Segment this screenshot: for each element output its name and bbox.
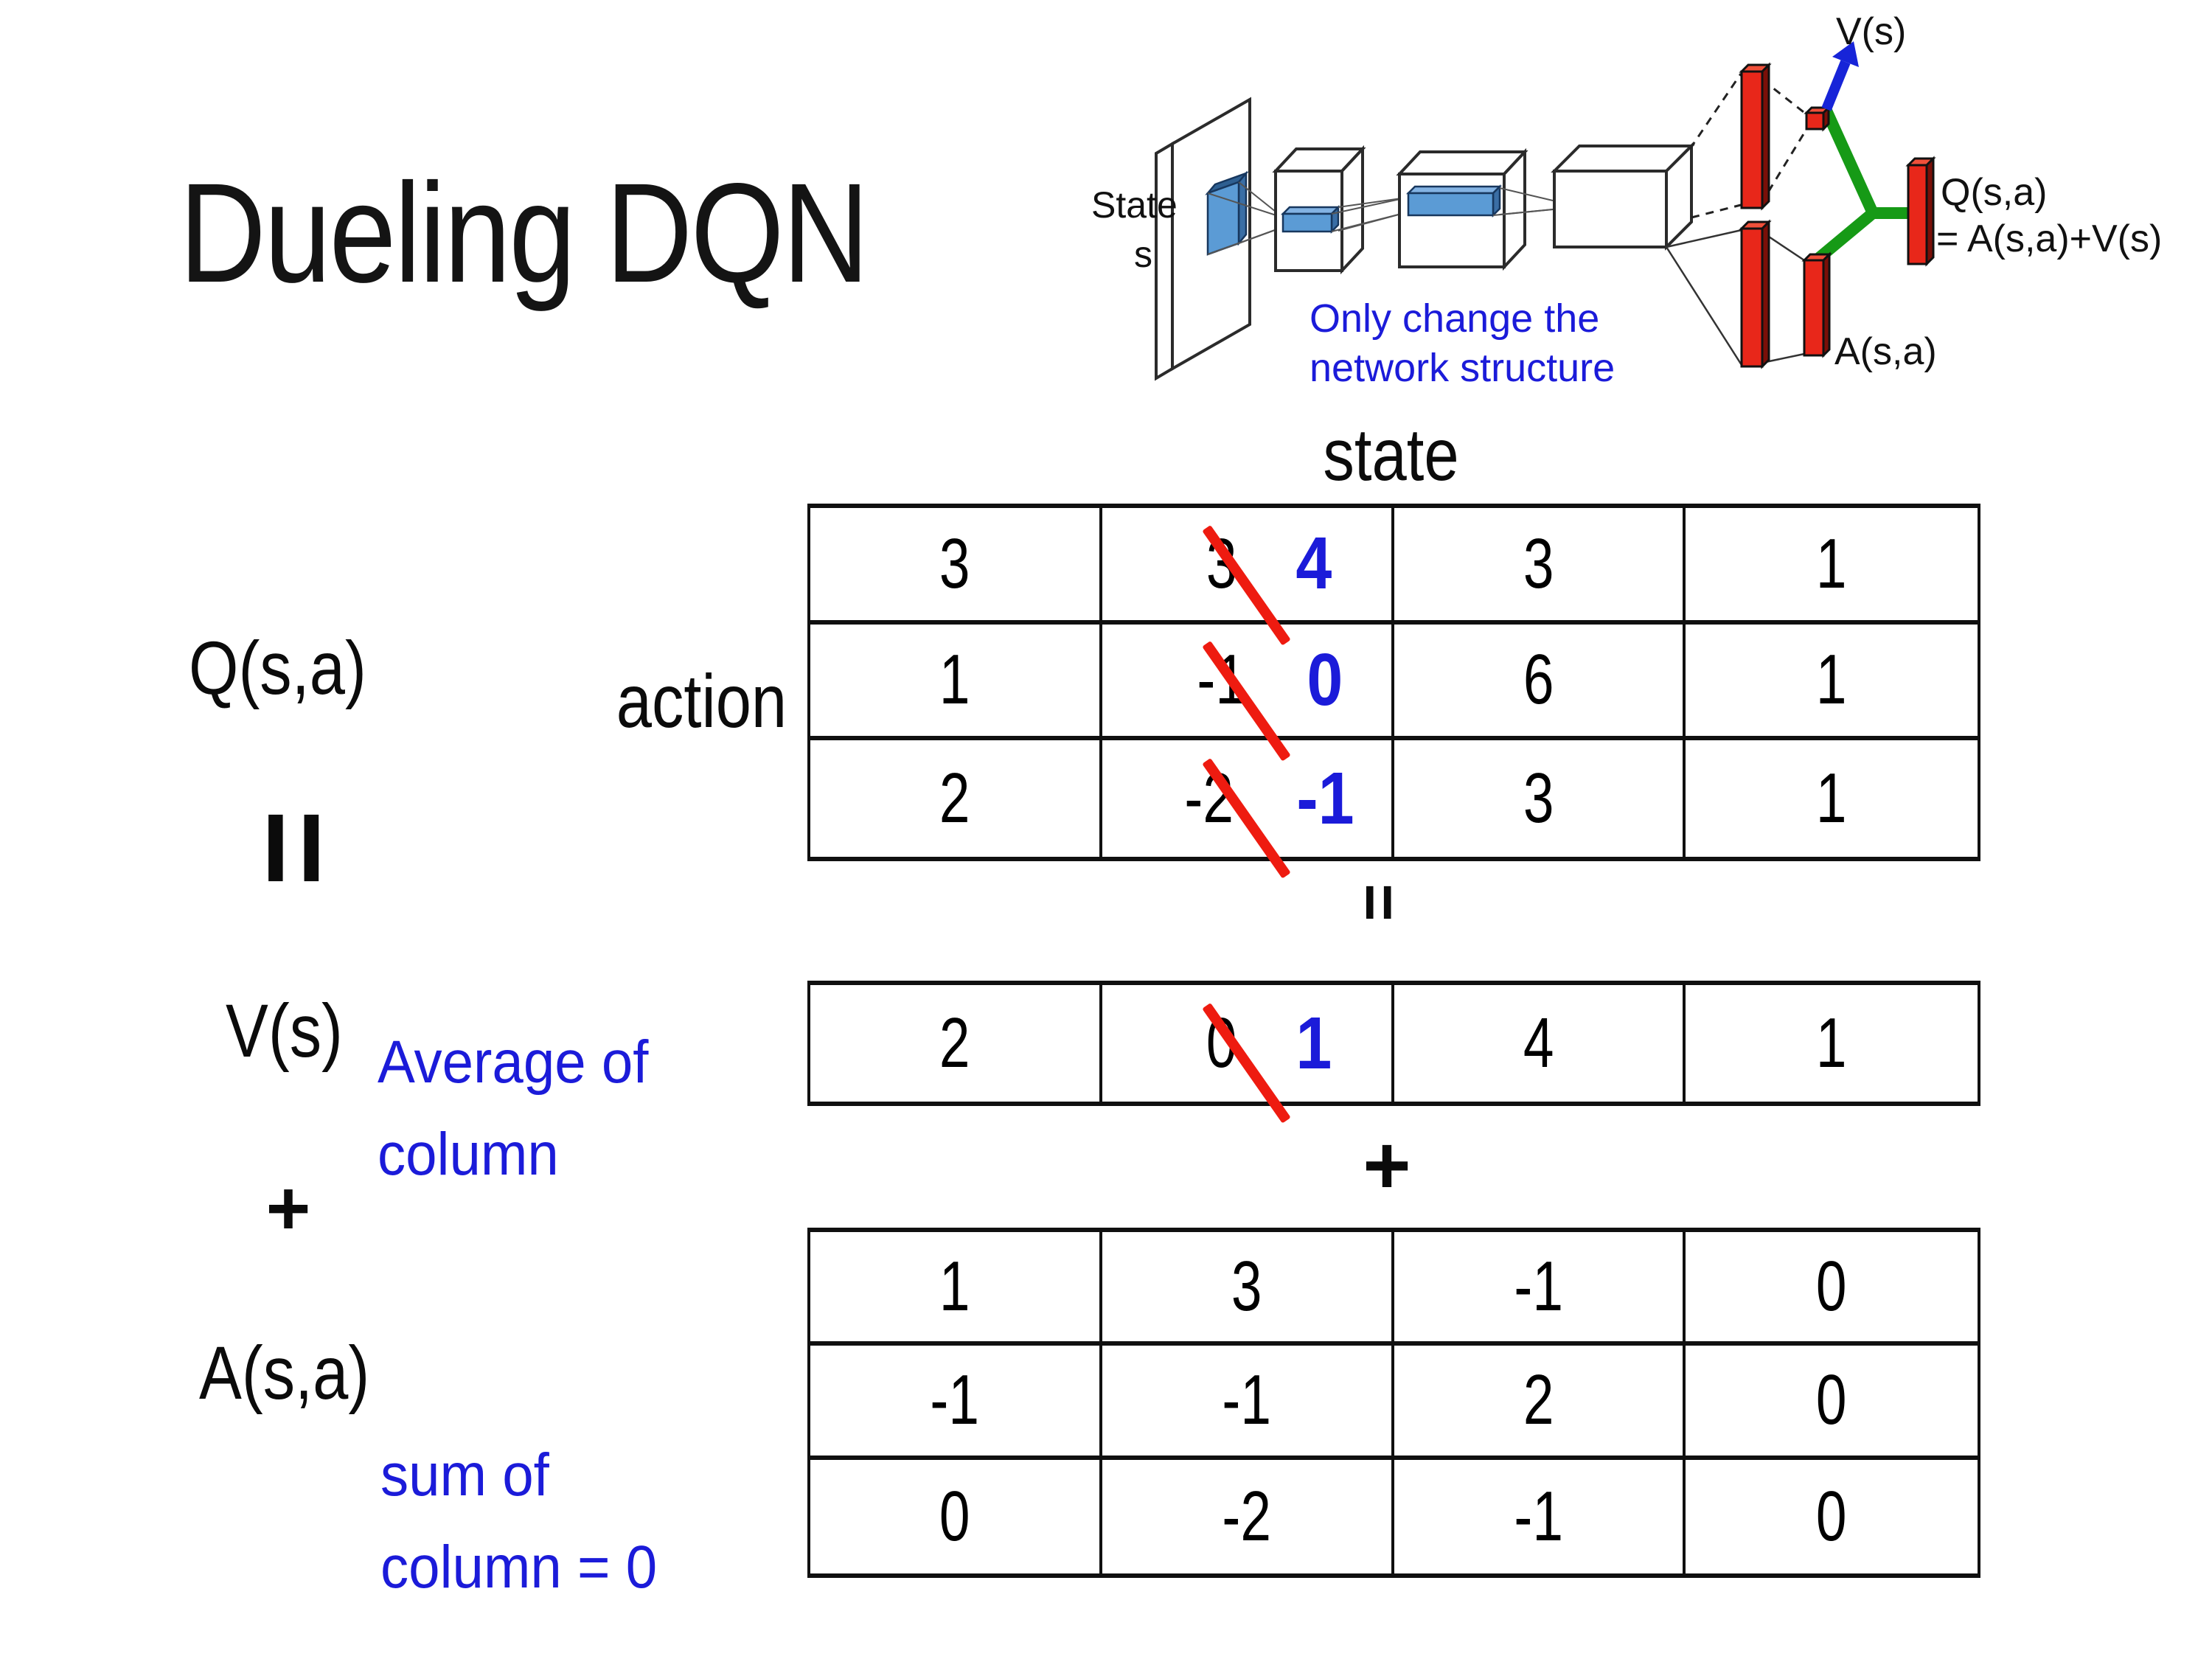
cell-value: 2 <box>939 759 970 838</box>
a-stream-bar <box>1739 219 1772 369</box>
v-stream-bar <box>1739 62 1772 211</box>
table-cell: -2 <box>1102 1459 1394 1573</box>
feature-bar-icon <box>1280 204 1341 234</box>
table-cell: 2 <box>1394 1346 1686 1460</box>
diagram-note-line2: network structure <box>1310 346 1615 390</box>
old-value: -1 <box>1197 640 1247 720</box>
sum-of-column-note: sum of column = 0 <box>380 1429 657 1614</box>
feature-bar-icon <box>1405 184 1503 218</box>
cell-value: -1 <box>1514 1247 1563 1326</box>
cell-value: -1 <box>1514 1476 1563 1556</box>
table-cell: 2 <box>810 740 1102 857</box>
diagram-s-label: s <box>1134 234 1152 275</box>
table-cell: 2 <box>810 985 1102 1102</box>
table-cell: 1 <box>810 624 1102 741</box>
cell-value: 0 <box>1816 1360 1847 1440</box>
a-vector-bar <box>1801 251 1832 358</box>
table-cell: 3 <box>1102 1232 1394 1346</box>
slide-title: Dueling DQN <box>179 153 869 312</box>
table-cell: 6 <box>1394 624 1686 741</box>
a-sa-label: A(s,a) <box>199 1331 370 1415</box>
cell-value: 4 <box>1523 1004 1554 1082</box>
note-line: Average of <box>378 1029 649 1096</box>
diagram-state-label: State <box>1091 184 1178 226</box>
new-value: 0 <box>1307 638 1343 721</box>
cell-value: 0 <box>1816 1476 1847 1556</box>
cell-value: -2 <box>1222 1476 1271 1556</box>
cell-value: 2 <box>939 1004 970 1082</box>
cell-value: 1 <box>939 640 970 720</box>
table-cell: -1 <box>1394 1459 1686 1573</box>
fan-lines <box>1492 187 1554 216</box>
table-cell: 0 <box>1686 1346 1978 1460</box>
table-cell: 3 <box>1394 508 1686 625</box>
q-sa-label: Q(s,a) <box>189 626 366 710</box>
table-cell: 1 <box>1686 985 1978 1102</box>
q-output-bar <box>1905 156 1936 267</box>
table-cell: 0 <box>1686 1460 1978 1573</box>
rotated-equals-left: = <box>221 809 369 887</box>
table-cell: -1 <box>1394 1232 1686 1346</box>
cell-value: 3 <box>939 524 970 603</box>
table-cell: 1 <box>810 1232 1102 1346</box>
cell-value: 1 <box>1816 1004 1847 1082</box>
table-cell: 3 <box>1394 740 1686 857</box>
a-table: 1 3 -1 0 -1 -1 2 0 0 -2 -1 0 <box>807 1228 1980 1578</box>
state-axis-label: state <box>1323 414 1459 496</box>
new-value: -1 <box>1296 757 1354 840</box>
v-table: 2 0 1 4 1 <box>807 981 1980 1124</box>
table-cell: -1 <box>810 1346 1102 1460</box>
table-cell: 1 <box>1686 625 1978 741</box>
cell-value: 2 <box>1523 1360 1554 1440</box>
table-cell: 1 <box>1686 740 1978 857</box>
cell-value: 3 <box>1231 1247 1262 1326</box>
rotated-equals-center: = <box>1343 883 1416 922</box>
diagram-a-label: A(s,a) <box>1834 330 1937 373</box>
v-s-label: V(s) <box>226 989 343 1073</box>
diagram-q-label-line1: Q(s,a) <box>1941 171 2047 214</box>
cell-value: -1 <box>1222 1360 1271 1440</box>
dueling-network-diagram: State s V(s) A(s,a) Q(s,a) = A(s,a)+V(s)… <box>1091 10 2162 390</box>
table-cell: 1 <box>1686 508 1978 625</box>
fc-layer-box <box>1551 142 1695 251</box>
table-cell: 0 <box>1686 1232 1978 1346</box>
table-cell: 4 <box>1394 985 1686 1102</box>
cell-value: 1 <box>939 1247 970 1326</box>
cell-value: 1 <box>1816 524 1847 603</box>
table-cell-corrected: -1 0 <box>1102 624 1394 762</box>
diagram-v-label: V(s) <box>1836 10 1906 53</box>
table-cell: 0 <box>810 1459 1102 1573</box>
v-scalar-box <box>1804 105 1832 132</box>
cell-value: 1 <box>1816 640 1847 720</box>
solid-links <box>1665 229 1805 366</box>
cell-value: 0 <box>939 1476 970 1556</box>
merge-links <box>1811 108 1910 266</box>
plus-sign-left: + <box>265 1165 311 1251</box>
v-arrow-icon <box>1821 41 1859 111</box>
cell-value: -1 <box>930 1360 980 1440</box>
average-of-column-note: Average of column <box>378 1016 648 1201</box>
table-cell-corrected: 0 1 <box>1102 985 1394 1124</box>
cell-value: 3 <box>1523 759 1554 838</box>
new-value: 1 <box>1295 1001 1332 1085</box>
cell-value: 3 <box>1523 524 1554 603</box>
cell-value: 6 <box>1523 640 1554 720</box>
diagram-note-line1: Only change the <box>1310 296 1599 341</box>
table-cell: 3 <box>810 508 1102 625</box>
plus-sign-center: + <box>1363 1119 1411 1211</box>
table-cell: -1 <box>1102 1346 1394 1460</box>
q-table: 3 3 4 3 1 1 -1 0 6 1 2 -2 -1 3 1 <box>807 504 1980 879</box>
table-cell-corrected: -2 -1 <box>1102 740 1394 879</box>
action-axis-label: action <box>616 659 787 743</box>
note-line: sum of <box>380 1441 549 1509</box>
fan-lines <box>1331 197 1408 232</box>
note-line: column <box>378 1121 559 1189</box>
note-line: column = 0 <box>380 1534 658 1601</box>
cell-value: 1 <box>1816 759 1847 838</box>
cell-value: 0 <box>1816 1247 1847 1326</box>
diagram-q-label-line2: = A(s,a)+V(s) <box>1936 218 2162 260</box>
table-cell-corrected: 3 4 <box>1102 508 1394 646</box>
new-value: 4 <box>1295 522 1332 605</box>
